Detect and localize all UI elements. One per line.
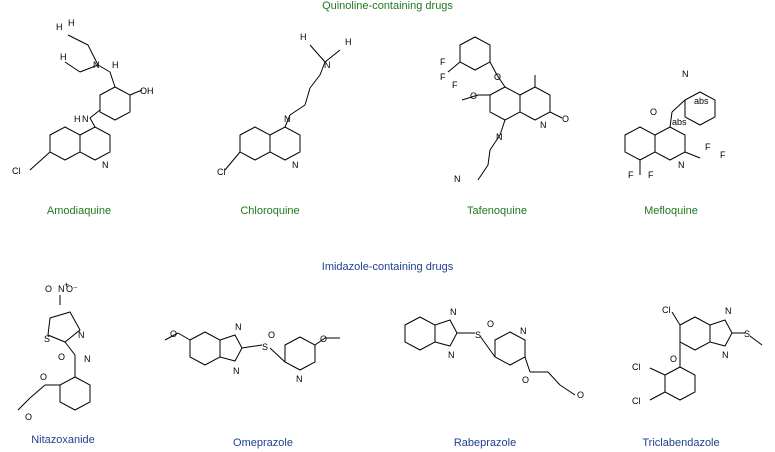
omeprazole-s: S	[262, 342, 268, 352]
amodiaquine-amine-n: N	[93, 60, 100, 70]
drug-label-rabeprazole: Rabeprazole	[453, 437, 517, 449]
nitazoxanide-thiazole-n: N	[78, 330, 85, 340]
nitazoxanide-carbonyl-o: O	[25, 412, 32, 422]
rabeprazole-s: S	[475, 330, 481, 340]
mefloquine-oh-o: O	[650, 107, 657, 117]
imidazole-section-title: Imidazole-containing drugs	[321, 261, 454, 273]
nitazoxanide-amide-n: N	[84, 354, 91, 364]
drug-label-amodiaquine: Amodiaquine	[46, 205, 112, 217]
omeprazole-imidazole-n: N	[233, 366, 240, 376]
tafenoquine-o-ether: O	[494, 72, 501, 82]
tafenoquine-ring-n: N	[540, 120, 547, 130]
rabeprazole-ether-o2: O	[577, 390, 584, 400]
omeprazole-sulfoxide-o: O	[268, 330, 275, 340]
drug-label-omeprazole: Omeprazole	[233, 437, 293, 449]
amodiaquine-h2: H	[68, 18, 75, 28]
amodiaquine-h3: H	[60, 52, 67, 62]
nitazoxanide-amide-o: O	[58, 352, 65, 362]
tafenoquine-o-ring: O	[562, 114, 569, 124]
nitazoxanide-nitro-o-minus: O⁻	[66, 284, 78, 294]
rabeprazole-imidazole-n: N	[448, 350, 455, 360]
nitazoxanide-ester-o: O	[40, 372, 47, 382]
tafenoquine-f2: F	[440, 72, 446, 82]
triclabendazole-cl3: Cl	[632, 396, 641, 406]
rabeprazole-pyridine-n: N	[520, 326, 527, 336]
chloroquine-amine-n: N	[324, 60, 331, 70]
amodiaquine-structure: Cl N N H OH N H H H H	[12, 18, 154, 176]
triclabendazole-imidazole-nh: N	[725, 306, 732, 316]
triclabendazole-imidazole-n: N	[722, 350, 729, 360]
mefloquine-abs-2: abs	[672, 117, 687, 127]
omeprazole-pyridine-o: O	[320, 334, 327, 344]
tafenoquine-f3: F	[452, 80, 458, 90]
quinoline-section-title: Quinoline-containing drugs	[322, 0, 453, 12]
drug-label-triclabendazole: Triclabendazole	[642, 437, 720, 449]
rabeprazole-imidazole-nh: N	[450, 307, 457, 317]
mefloquine-piperidine-n: N	[682, 69, 689, 79]
chloroquine-cl-label: Cl	[217, 167, 226, 177]
tafenoquine-o-methoxy: O	[470, 91, 477, 101]
mefloquine-f4: F	[648, 170, 654, 180]
tafenoquine-structure: O O O N N N F F F	[440, 36, 569, 184]
mefloquine-f1: F	[705, 142, 711, 152]
chloroquine-structure: Cl N N N H H	[217, 32, 352, 177]
nitazoxanide-nitro-n: N	[58, 284, 65, 294]
nitazoxanide-structure: N + O⁻ O S N N O O O	[17, 280, 91, 422]
rabeprazole-sulfoxide-o: O	[487, 319, 494, 329]
mefloquine-f3: F	[628, 170, 634, 180]
amodiaquine-n-label: N	[102, 160, 109, 170]
omeprazole-imidazole-nh: N	[235, 322, 242, 332]
triclabendazole-ether-o: O	[670, 354, 677, 364]
amodiaquine-nh-n: N	[82, 114, 89, 124]
omeprazole-structure: O N N S O N O	[164, 322, 340, 384]
tafenoquine-f1: F	[440, 57, 446, 67]
drug-label-mefloquine: Mefloquine	[644, 205, 698, 217]
omeprazole-methoxy-o: O	[170, 329, 177, 339]
chloroquine-h2: H	[345, 37, 352, 47]
rabeprazole-structure: N N S O N O O	[404, 307, 584, 400]
amodiaquine-cl-label: Cl	[12, 166, 21, 176]
chloroquine-nh-n: N	[284, 114, 291, 124]
amodiaquine-oh-label: OH	[140, 86, 154, 96]
nitazoxanide-s: S	[44, 334, 50, 344]
mefloquine-f2: F	[720, 150, 726, 160]
omeprazole-pyridine-n: N	[296, 374, 303, 384]
rabeprazole-ether-o1: O	[522, 375, 529, 385]
triclabendazole-structure: Cl N N S O Cl Cl	[632, 305, 763, 406]
amodiaquine-nh-h: H	[74, 114, 81, 124]
nitazoxanide-nitro-o: O	[45, 284, 52, 294]
tafenoquine-nh-n: N	[496, 132, 503, 142]
triclabendazole-s: S	[744, 329, 750, 339]
chloroquine-h1: H	[300, 32, 307, 42]
chloroquine-ring-n: N	[292, 160, 299, 170]
drug-label-tafenoquine: Tafenoquine	[467, 205, 527, 217]
mefloquine-ring-n: N	[678, 160, 685, 170]
drug-label-chloroquine: Chloroquine	[240, 205, 300, 217]
drug-label-nitazoxanide: Nitazoxanide	[31, 434, 95, 446]
mefloquine-structure: O N abs abs N F F F F	[624, 69, 726, 180]
triclabendazole-cl1: Cl	[662, 305, 671, 315]
nitazoxanide-plus: +	[64, 280, 69, 290]
tafenoquine-nh2-n: N	[454, 174, 461, 184]
amodiaquine-h1: H	[56, 22, 63, 32]
amodiaquine-h4: H	[112, 60, 119, 70]
mefloquine-abs-1: abs	[694, 96, 709, 106]
triclabendazole-cl2: Cl	[632, 362, 641, 372]
